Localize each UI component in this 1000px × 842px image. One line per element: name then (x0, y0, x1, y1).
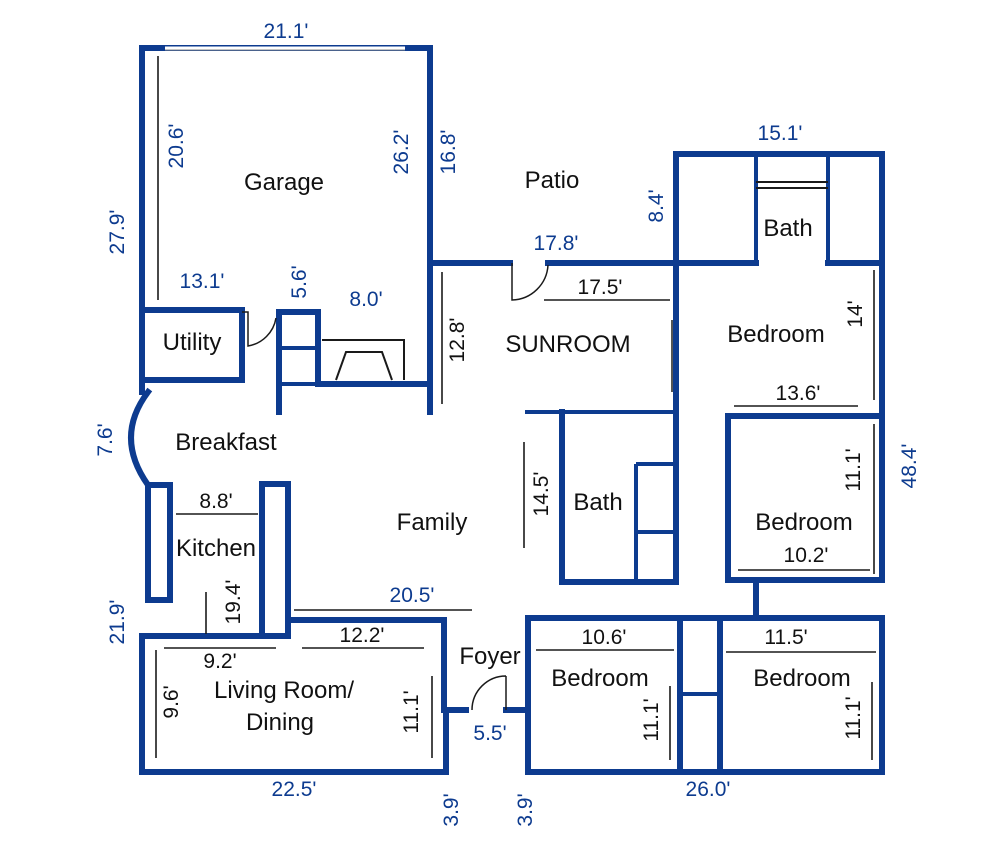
room-label-living-line1: Living Room/ (214, 677, 354, 704)
dim-garage-width: 21.1' (264, 20, 309, 43)
room-label-sunroom: SUNROOM (505, 331, 630, 358)
dim-living-depth-right: 11.1' (400, 690, 423, 733)
stair-walls (276, 309, 431, 415)
room-label-utility: Utility (163, 329, 222, 356)
room-label-bath-mid: Bath (573, 489, 622, 516)
room-label-breakfast: Breakfast (175, 429, 277, 456)
dim-sunroom-width: 17.5' (578, 276, 623, 299)
utility-door-swing (242, 311, 277, 347)
room-label-bedroom-br: Bedroom (753, 665, 850, 692)
dim-dining-width: 9.2' (203, 650, 236, 673)
dim-bottom-right: 26.0' (686, 778, 731, 801)
dim-garage-depth-in: 20.6' (165, 124, 188, 169)
dim-left-top: 27.9' (106, 210, 129, 255)
dim-bed-br-depth: 11.1' (842, 696, 865, 739)
room-labels: Garage Patio Utility SUNROOM Breakfast K… (163, 167, 853, 736)
patio-door-swing (511, 263, 549, 301)
dim-bed-mid-depth: 11.1' (842, 448, 865, 491)
dim-family-width: 20.5' (390, 584, 435, 607)
dim-kitchen-width: 8.8' (199, 490, 232, 513)
bath-mid-walls (559, 409, 679, 585)
bottom-bedrooms-top (525, 615, 885, 775)
dim-bed-bl-width: 10.6' (582, 626, 627, 649)
dim-bed-top-depth: 14' (844, 300, 867, 327)
walls (128, 45, 885, 775)
fireplace (322, 339, 405, 381)
dim-bottom-left: 22.5' (272, 778, 317, 801)
dimension-lines (155, 56, 876, 760)
room-label-garage: Garage (244, 169, 324, 196)
room-label-bedroom-bl: Bedroom (551, 665, 648, 692)
utility-walls (139, 307, 245, 383)
dim-fireplace: 8.0' (349, 288, 382, 311)
dim-patio-side: 8.4' (645, 189, 668, 222)
bedroom-mid-walls (725, 413, 885, 583)
room-label-bedroom-top: Bedroom (727, 321, 824, 348)
bay-window-wall (128, 387, 153, 490)
dim-utility-width: 13.1' (180, 270, 225, 293)
dim-living-depth-left: 9.6' (160, 685, 183, 718)
dim-bed-bl-depth: 11.1' (640, 698, 663, 741)
left-wall-lower (145, 482, 173, 603)
room-label-patio: Patio (525, 167, 580, 194)
dim-kitchen-depth: 19.4' (222, 580, 245, 625)
kitchen-counter-right (259, 481, 291, 639)
dim-right-total: 48.4' (898, 444, 921, 489)
dimension-labels-vertical: 20.6' 26.2' 16.8' 27.9' 5.6' 8.4' 12.8' … (94, 124, 921, 827)
bath-top-walls (673, 151, 885, 583)
dim-living-width: 12.2' (340, 624, 385, 647)
dim-bed-mid-width: 13.6' (776, 382, 821, 405)
dim-left-bottom: 21.9' (106, 600, 129, 645)
dim-bay: 7.6' (94, 423, 117, 456)
dim-sunroom-depth: 12.8' (446, 318, 469, 363)
living-top-wall (139, 617, 447, 713)
dim-foyer-side-left: 3.9' (440, 793, 463, 826)
room-label-living-line2: Dining (246, 709, 314, 736)
room-label-bath-top: Bath (763, 215, 812, 242)
room-label-foyer: Foyer (459, 643, 520, 670)
dim-bath-top-width: 15.1' (758, 122, 803, 145)
dimension-labels-horizontal: 21.1' 13.1' 8.0' 15.1' 17.8' 17.5' 13.6'… (180, 20, 829, 801)
room-label-kitchen: Kitchen (176, 535, 256, 562)
dim-patio-depth: 16.8' (437, 130, 460, 175)
room-label-bedroom-mid: Bedroom (755, 509, 852, 536)
dim-bed-br-width: 11.5' (764, 626, 807, 649)
fixtures (242, 181, 828, 711)
room-label-family: Family (397, 509, 468, 536)
dim-bath-mid-depth: 14.5' (530, 472, 553, 517)
dim-bed-mid-inner: 10.2' (784, 544, 829, 567)
kitchen-counter-left (145, 482, 173, 603)
dim-foyer-side-right: 3.9' (514, 793, 537, 826)
dim-foyer-width: 5.5' (473, 722, 506, 745)
dim-stair-len: 5.6' (288, 265, 311, 298)
foyer-walls (503, 615, 531, 713)
left-wall-bottom (139, 633, 469, 775)
dim-garage-depth: 26.2' (390, 130, 413, 175)
dim-patio-width: 17.8' (534, 232, 579, 255)
foyer-door-swing (471, 675, 507, 711)
